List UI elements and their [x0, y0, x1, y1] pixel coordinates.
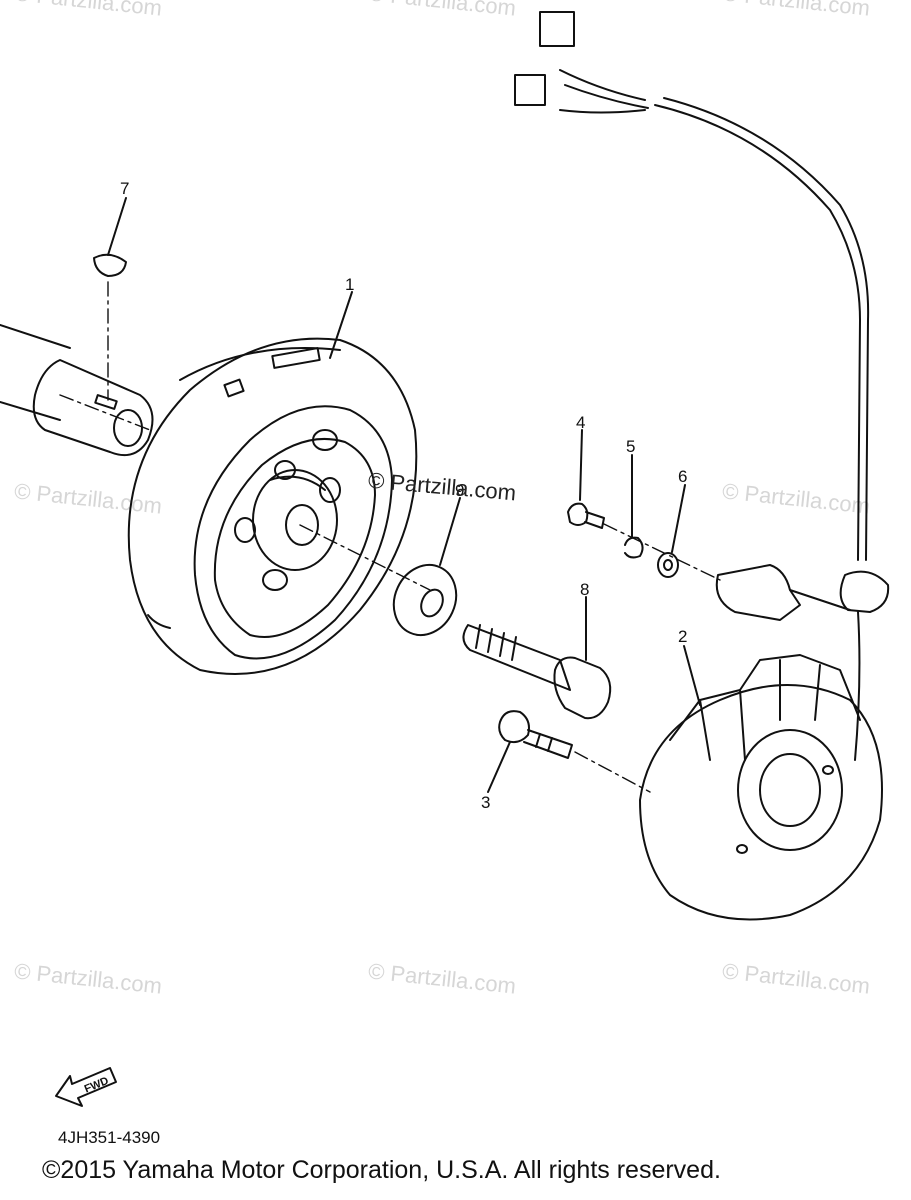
e-clip	[624, 536, 644, 559]
plain-washer	[657, 552, 679, 578]
small-screw	[567, 502, 605, 529]
wiring-harness	[514, 11, 890, 761]
washer	[392, 563, 458, 637]
callout-2: 2	[678, 627, 687, 646]
woodruff-key	[93, 253, 127, 277]
copyright-notice: ©2015 Yamaha Motor Corporation, U.S.A. A…	[42, 1156, 721, 1184]
callout-6: 6	[678, 467, 687, 486]
diagram-code: 4JH351-4390	[58, 1128, 161, 1147]
callout-8: 8	[580, 580, 589, 599]
fwd-arrow	[55, 1067, 117, 1107]
callout-1: 1	[345, 275, 354, 294]
callout-4: 4	[576, 413, 585, 432]
pan-screw	[498, 710, 651, 793]
callout-5: 5	[626, 437, 635, 456]
callout-3: 3	[481, 793, 490, 812]
rotor-assembly	[127, 337, 431, 675]
callout-9: 9	[455, 481, 464, 500]
flange-bolt	[462, 624, 612, 720]
crankshaft	[0, 324, 154, 456]
stator-assembly	[639, 654, 883, 921]
callout-7: 7	[120, 179, 129, 198]
pickup-coil	[715, 564, 801, 621]
